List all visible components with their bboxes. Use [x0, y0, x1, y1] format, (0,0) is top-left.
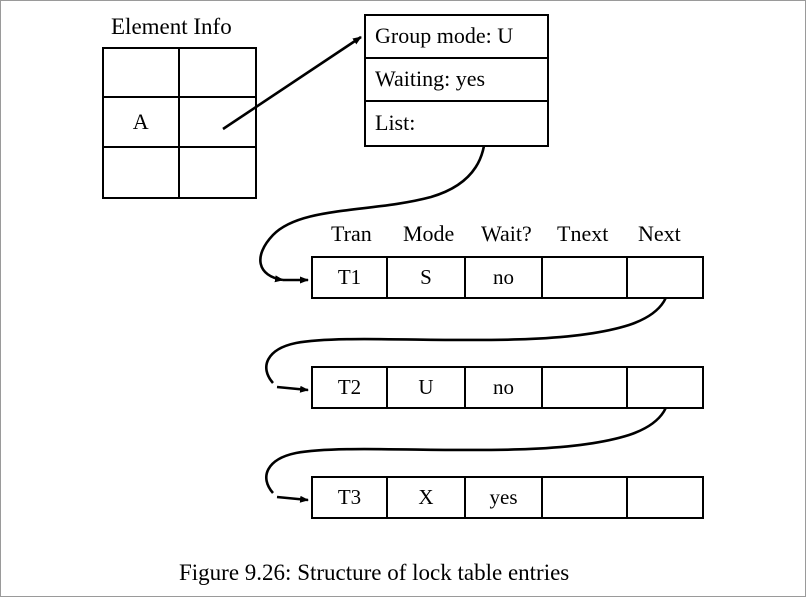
cell-tnext — [543, 368, 628, 407]
arrow-row0-next-to-row1-tip — [276, 385, 309, 393]
cell-next — [628, 478, 702, 517]
arrow-list-to-row-0 — [259, 120, 487, 283]
cell-tran: T2 — [313, 368, 388, 407]
cell-next — [628, 368, 702, 407]
element-info-cell — [104, 49, 180, 99]
cell-next — [628, 258, 702, 297]
cell-wait: no — [466, 368, 543, 407]
lock-info-box: Group mode: U Waiting: yes List: — [364, 14, 549, 147]
arrow-row1-next-to-row2-tip — [276, 495, 309, 503]
column-header-tnext: Tnext — [557, 221, 609, 246]
figure-caption: Figure 9.26: Structure of lock table ent… — [179, 560, 570, 585]
element-info-cell — [179, 98, 255, 148]
element-info-grid: A — [102, 47, 257, 199]
element-info-cell — [104, 147, 180, 197]
element-info-title: Element Info — [111, 14, 232, 39]
lock-table-row: T2 U no — [311, 366, 704, 409]
cell-tran: T3 — [313, 478, 388, 517]
cell-tnext — [543, 478, 628, 517]
element-info-cell-a: A — [104, 98, 180, 148]
waiting-row: Waiting: yes — [366, 59, 547, 102]
element-info-cell — [180, 148, 256, 197]
column-header-next: Next — [638, 221, 681, 246]
lock-table-row: T1 S no — [311, 256, 704, 299]
lock-table-row: T3 X yes — [311, 476, 704, 519]
cell-tnext — [543, 258, 628, 297]
element-info-cell — [179, 49, 255, 99]
cell-mode: U — [388, 368, 466, 407]
cell-wait: no — [466, 258, 543, 297]
cell-mode: X — [388, 478, 466, 517]
cell-wait: yes — [466, 478, 543, 517]
arrow-element-to-group — [222, 35, 362, 131]
cell-mode: S — [388, 258, 466, 297]
column-header-wait: Wait? — [481, 221, 532, 246]
arrow-row0-next-to-row1 — [265, 268, 671, 384]
column-header-mode: Mode — [403, 221, 455, 246]
group-mode-row: Group mode: U — [366, 16, 547, 59]
cell-tran: T1 — [313, 258, 388, 297]
list-row: List: — [375, 110, 416, 136]
arrow-row1-next-to-row2 — [265, 378, 671, 494]
column-header-tran: Tran — [331, 221, 372, 246]
